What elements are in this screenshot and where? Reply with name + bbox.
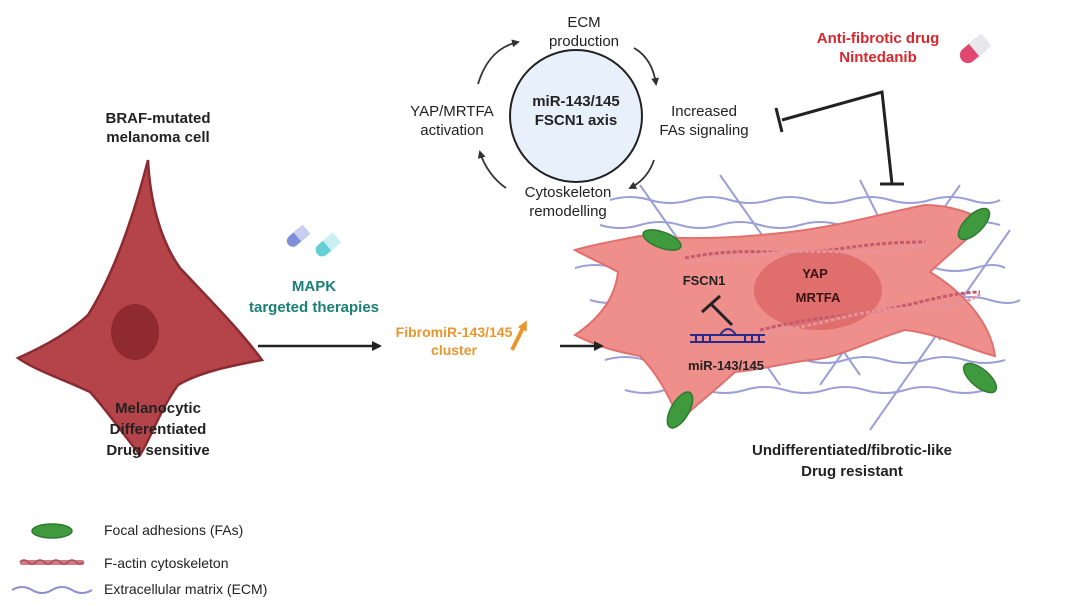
therapy-line2: targeted therapies [248, 299, 380, 316]
left-desc-line3: Drug sensitive [106, 442, 210, 459]
cluster-line1: FibromiR-143/145 [395, 324, 513, 340]
f-actin-strands [684, 240, 981, 336]
left-cell-description: Melanocytic Differentiated Drug sensitiv… [106, 398, 209, 461]
drug-line1: Anti-fibrotic drug [816, 30, 940, 47]
mrtfa-label: MRTFA [795, 290, 841, 305]
mapk-pill-icon [286, 224, 342, 257]
yap-label: YAP [802, 266, 828, 281]
fa-line2: FAs signaling [659, 121, 749, 139]
left-cell-title: BRAF-mutated melanoma cell [106, 110, 211, 148]
right-desc-line1: Undifferentiated/fibrotic-like [751, 442, 953, 459]
cytoskeleton-label: Cytoskeleton remodelling [525, 184, 612, 222]
cluster-line2: cluster [431, 341, 477, 358]
cycle-center-circle [509, 49, 643, 183]
mapk-therapy-label: MAPK targeted therapies [249, 276, 379, 318]
yap-line2: activation [420, 121, 484, 139]
focal-adhesions [642, 207, 998, 429]
ecm-production-label: ECM production [549, 14, 619, 52]
legend-item-f-actin: F-actin cytoskeleton [104, 555, 229, 571]
fscn1-inhibition [701, 294, 734, 327]
cyto-line1: Cytoskeleton [524, 184, 612, 201]
fibrotic-cell-nucleus [754, 250, 882, 330]
cyto-line2: remodelling [529, 202, 607, 220]
nintedanib-label: Anti-fibrotic drug Nintedanib [817, 30, 939, 68]
nintedanib-pill-icon [959, 33, 992, 64]
drug-line2: Nintedanib [839, 48, 917, 66]
f-actin-icon [19, 559, 85, 565]
mir-label: miR-143/145 [688, 358, 764, 373]
yap-line1: YAP/MRTFA [410, 103, 494, 120]
cycle-center-label: miR-143/145 FSCN1 axis [532, 93, 620, 131]
left-title-line1: BRAF-mutated [105, 110, 211, 127]
right-desc-line2: Drug resistant [801, 463, 903, 480]
legend-item-focal-adhesions: Focal adhesions (FAs) [104, 522, 244, 538]
left-desc-line2: Differentiated [109, 421, 207, 438]
yap-activation-label: YAP/MRTFA activation [410, 103, 494, 141]
cycle-arrows [477, 39, 660, 189]
fa-line1: Increased [671, 103, 737, 120]
mir-hairpin-icon [690, 328, 765, 343]
cycle-center-line1: miR-143/145 [532, 93, 620, 110]
cycle-center-line2: FSCN1 axis [534, 111, 618, 129]
fibromir-cluster-label: FibromiR-143/145 cluster [396, 324, 513, 359]
left-title-line2: melanoma cell [106, 128, 210, 146]
nintedanib-inhibition [774, 90, 904, 186]
legend-item-ecm: Extracellular matrix (ECM) [104, 581, 268, 597]
fa-signaling-label: Increased FAs signaling [659, 103, 748, 141]
left-desc-line1: Melanocytic [115, 400, 201, 417]
ecm-line2: production [548, 32, 620, 50]
focal-adhesion-icon [31, 523, 73, 539]
therapy-line1: MAPK [291, 278, 337, 295]
right-cell-description: Undifferentiated/fibrotic-like Drug resi… [752, 440, 952, 482]
fscn1-label: FSCN1 [682, 273, 726, 288]
ecm-fiber-icon [11, 586, 93, 594]
ecm-line1: ECM [567, 14, 601, 31]
upregulation-arrow [510, 320, 527, 351]
melanoma-cell-nucleus [111, 304, 159, 360]
